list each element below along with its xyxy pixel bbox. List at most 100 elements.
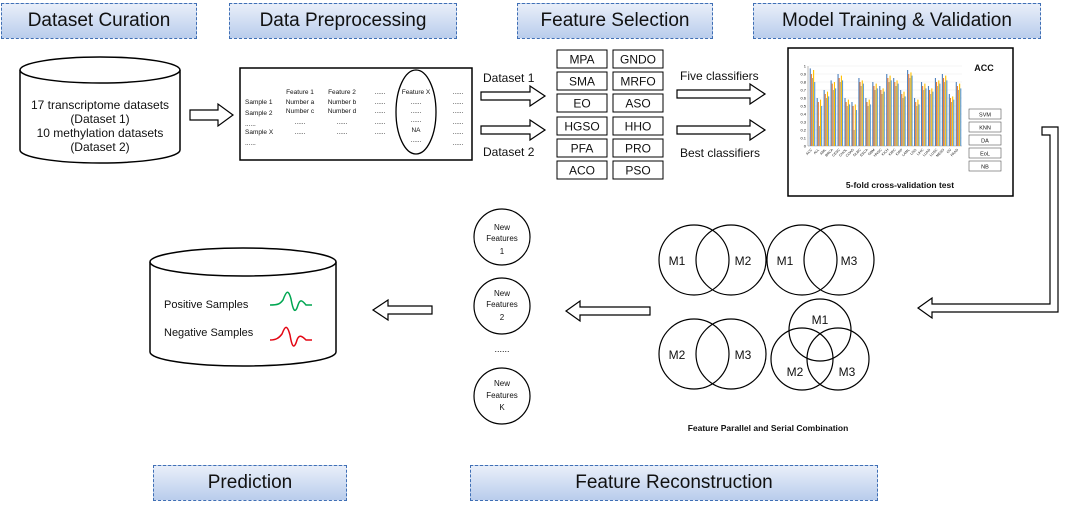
chart-bar	[862, 83, 864, 146]
chart-bar	[934, 78, 936, 146]
chart-legend-label: NB	[981, 165, 989, 171]
chart-bar	[833, 82, 836, 146]
chart-bar	[893, 78, 895, 146]
chart-x-tick: ALL	[813, 148, 820, 155]
new-features-1-line3: 1	[500, 247, 505, 256]
algo-label-mpa: MPA	[569, 53, 594, 67]
chart-bar	[830, 80, 832, 146]
cell-c2-r1: Number b	[328, 99, 357, 106]
chart-x-tick: AML	[819, 148, 827, 156]
stage-model-training: Model Training & Validation	[753, 3, 1041, 39]
chart-bar	[868, 99, 870, 146]
chart-legend-box	[968, 121, 1002, 133]
best-classifiers-label: Best classifiers	[680, 146, 760, 160]
chart-bar	[846, 106, 848, 146]
chart-bar	[923, 90, 925, 146]
chart-legend-box	[968, 108, 1002, 120]
algo-box-aco	[556, 160, 608, 180]
chart-bar	[915, 102, 917, 146]
chart-x-tick: GBM	[867, 148, 876, 157]
chart-bar	[925, 88, 927, 146]
cell-c2-r2: Number d	[328, 108, 357, 115]
arrow-five-classifiers	[676, 82, 767, 106]
chart-x-tick: ACC	[805, 148, 813, 156]
chart-bar	[942, 78, 945, 146]
chart-legend-label: KNN	[979, 126, 991, 132]
chart-bar	[937, 86, 939, 146]
chart-y-tick: 0.9	[800, 72, 806, 77]
cell-c5-r2: ......	[453, 108, 464, 115]
new-features-k-line1: New	[494, 379, 510, 388]
row-label-2: Sample 2	[245, 110, 273, 117]
new-features-1-line1: New	[494, 223, 510, 232]
chart-bar	[823, 90, 825, 146]
cell-c5-r3: ......	[453, 119, 464, 126]
chart-x-tick: HNSC	[873, 148, 883, 158]
chart-y-tick: 0.7	[800, 88, 806, 93]
chart-bar	[952, 96, 954, 146]
stage-prediction: Prediction	[153, 465, 347, 501]
chart-bar	[955, 82, 957, 146]
positive-waveform-icon	[269, 291, 312, 312]
table-header-3: ......	[375, 89, 386, 96]
chart-x-tick: LUSC	[929, 148, 939, 158]
algo-box-mpa	[556, 49, 608, 69]
chart-bar	[908, 74, 910, 146]
dataset-cylinder	[19, 56, 181, 164]
chart-bar	[927, 86, 930, 146]
chart-bar	[838, 78, 840, 146]
venn-m2-m3	[658, 318, 767, 390]
arrow-best-classifiers	[676, 118, 767, 142]
chart-bar	[960, 88, 962, 146]
chart-bar	[867, 106, 869, 146]
algo-box-hgso	[556, 116, 608, 136]
algo-label-pfa: PFA	[571, 142, 594, 156]
chart-legend-label: DA	[981, 139, 989, 145]
chart-bar	[903, 91, 905, 146]
chart-bar	[809, 68, 811, 146]
chart-bar	[904, 96, 906, 146]
chart-bar	[889, 75, 891, 146]
chart-bar	[865, 98, 867, 146]
chart-x-tick: ESCA	[859, 147, 869, 157]
chart-x-tick: MESO	[935, 148, 945, 158]
chart-bar	[938, 80, 940, 146]
chart-bar	[814, 82, 816, 146]
curation-line-3: 10 methylation datasets	[37, 126, 164, 140]
table-header-5: ......	[453, 89, 464, 96]
chart-x-tick: LIHC	[916, 148, 925, 157]
chart-bar	[949, 98, 952, 146]
chart-bar	[951, 102, 953, 146]
chart-bar	[932, 91, 934, 146]
algo-label-eo: EO	[573, 97, 590, 111]
arrow-curation-to-preprocessing	[189, 102, 235, 128]
algo-label-gndo: GNDO	[620, 53, 656, 67]
chart-bar	[894, 82, 896, 146]
chart-bar	[930, 94, 932, 146]
cell-c1-r2: Number c	[286, 108, 315, 115]
preprocessing-table-box	[239, 67, 473, 161]
chart-bar	[832, 90, 834, 146]
venn-c-label-2: M3	[735, 348, 752, 362]
chart-bar	[929, 90, 931, 146]
algo-box-aso	[612, 93, 664, 113]
chart-bar	[848, 104, 851, 146]
chart-bar	[924, 83, 926, 146]
venn-b-label-2: M3	[841, 254, 858, 268]
algo-box-sma	[556, 71, 608, 91]
table-header-4: Feature X	[402, 89, 431, 96]
chart-x-tick: COAD	[845, 148, 855, 158]
cell-c1-r1: Number a	[286, 99, 315, 106]
stage-feature-reconstruction: Feature Reconstruction	[470, 465, 878, 501]
cell-c3-r2: ......	[375, 108, 386, 115]
chart-bar	[895, 86, 897, 146]
negative-waveform-icon	[269, 326, 312, 347]
chart-bar	[818, 126, 820, 146]
cell-c2-r3: ......	[337, 119, 348, 126]
algo-box-mrfo	[612, 71, 664, 91]
chart-bar	[861, 80, 863, 146]
chart-bar	[918, 104, 920, 146]
cell-c1-r3: ......	[295, 119, 306, 126]
algo-label-aso: ASO	[625, 97, 650, 111]
chart-bar	[840, 75, 842, 146]
